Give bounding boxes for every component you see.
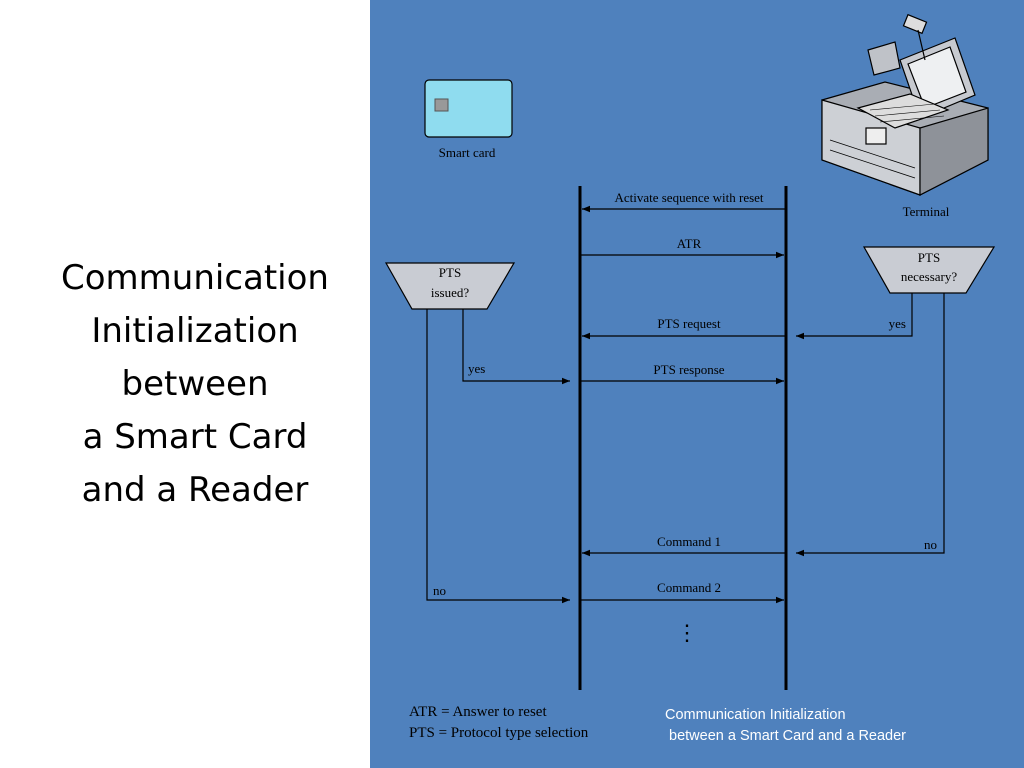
message-label: ATR xyxy=(677,236,702,251)
title-line: between xyxy=(121,364,269,404)
message-label: PTS request xyxy=(657,316,721,331)
message-activate: Activate sequence with reset xyxy=(582,190,786,213)
branch-label: yes xyxy=(468,361,485,376)
title-line: a Smart Card xyxy=(82,417,308,457)
terminal-icon xyxy=(821,13,989,196)
message-label: Command 1 xyxy=(657,534,721,549)
slide-title: Communication Initialization between a S… xyxy=(20,252,370,517)
smart-card-label: Smart card xyxy=(439,145,496,160)
terminal-yes-branch xyxy=(796,293,913,340)
decision-label: PTS xyxy=(439,265,461,280)
terminal-pts-decision: PTS necessary? xyxy=(862,246,996,294)
legend-pts: PTS = Protocol type selection xyxy=(409,725,589,741)
terminal-label: Terminal xyxy=(903,204,950,219)
message-label: Activate sequence with reset xyxy=(614,190,763,205)
ellipsis-mark: ⋮ xyxy=(676,620,698,645)
caption-line: Communication Initialization xyxy=(665,707,846,723)
message-pts-response: PTS response xyxy=(580,362,784,385)
smart-card-icon xyxy=(424,79,513,138)
legend-atr: ATR = Answer to reset xyxy=(409,704,547,720)
card-pts-decision: PTS issued? xyxy=(384,262,516,310)
decision-label: necessary? xyxy=(901,269,958,284)
message-atr: ATR xyxy=(580,236,784,259)
message-label: PTS response xyxy=(653,362,724,377)
message-command2: Command 2 xyxy=(580,580,784,604)
branch-label: no xyxy=(924,537,937,552)
title-line: Initialization xyxy=(91,311,299,351)
decision-label: issued? xyxy=(431,285,470,300)
terminal-no-branch xyxy=(796,293,945,557)
card-no-branch xyxy=(426,309,570,604)
decision-label: PTS xyxy=(918,250,940,265)
figure-caption: Communication Initialization between a S… xyxy=(665,705,906,747)
branch-label: yes xyxy=(889,316,906,331)
branch-label: no xyxy=(433,583,446,598)
caption-line: between a Smart Card and a Reader xyxy=(665,728,906,744)
title-line: and a Reader xyxy=(81,470,309,510)
message-pts-request: PTS request xyxy=(582,316,786,340)
title-line: Communication xyxy=(61,258,329,298)
message-label: Command 2 xyxy=(657,580,721,595)
message-command1: Command 1 xyxy=(582,534,786,557)
card-yes-branch xyxy=(462,309,570,385)
